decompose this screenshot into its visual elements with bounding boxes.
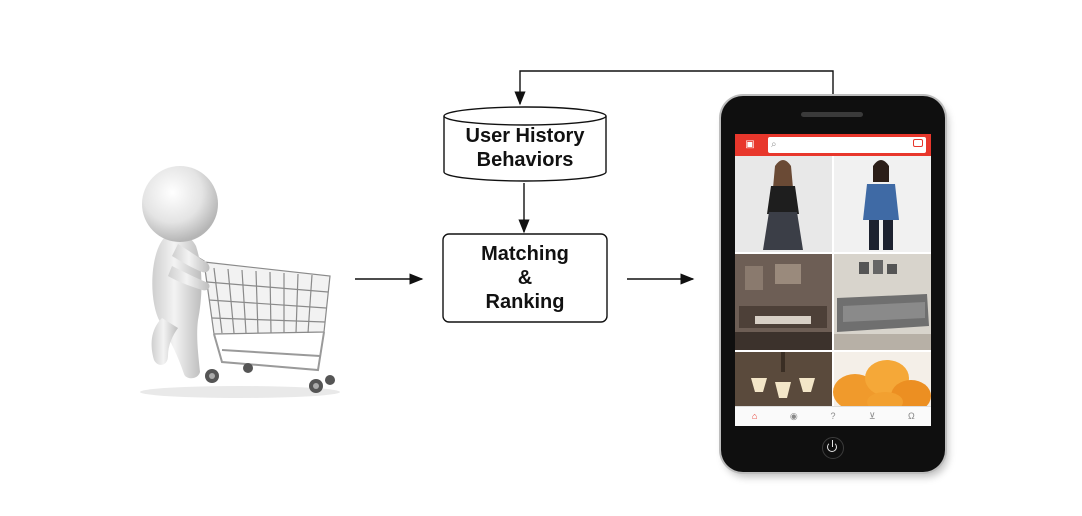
user-history-database-node [443, 106, 607, 182]
shopper-with-cart-illustration [140, 166, 340, 398]
history-line-2: Behaviors [476, 149, 574, 171]
app-top-bar: ▣ ⌕ [735, 134, 931, 156]
matching-ranking-box [442, 233, 608, 323]
smartphone-illustration: ▣ ⌕ [721, 96, 945, 472]
ranking-line-2: & [517, 267, 533, 289]
scan-icon: ▣ [745, 139, 755, 150]
live-icon: ◉ [789, 411, 798, 421]
feedback-arrow [514, 70, 834, 106]
matching-ranking-label: Matching & Ranking [444, 242, 606, 314]
user-history-label: User History Behaviors [444, 124, 606, 172]
product-tile-sofa [834, 254, 931, 350]
product-grid [735, 156, 931, 406]
search-icon: ⌕ [771, 139, 777, 150]
product-tile-blouse [834, 156, 931, 252]
connectors [355, 70, 834, 285]
product-tile-dress [735, 156, 832, 252]
cart-icon: ⊻ [868, 411, 876, 421]
profile-icon: Ω [908, 411, 915, 421]
product-tile-fruit [833, 352, 931, 406]
app-search-box: ⌕ [768, 137, 926, 153]
power-icon [822, 437, 844, 459]
home-icon: ⌂ [751, 411, 758, 421]
ranking-line-1: Matching [481, 243, 569, 265]
history-line-1: User History [465, 125, 585, 147]
product-tile-living-room [735, 254, 832, 350]
phone-speaker [801, 112, 863, 117]
help-icon: ? [830, 411, 836, 421]
phone-screen: ▣ ⌕ [735, 134, 931, 426]
app-tab-bar: ⌂ ◉ ? ⊻ Ω [735, 406, 931, 426]
product-tile-lamp [735, 352, 832, 406]
camera-icon [913, 139, 923, 147]
ranking-line-3: Ranking [485, 291, 565, 313]
